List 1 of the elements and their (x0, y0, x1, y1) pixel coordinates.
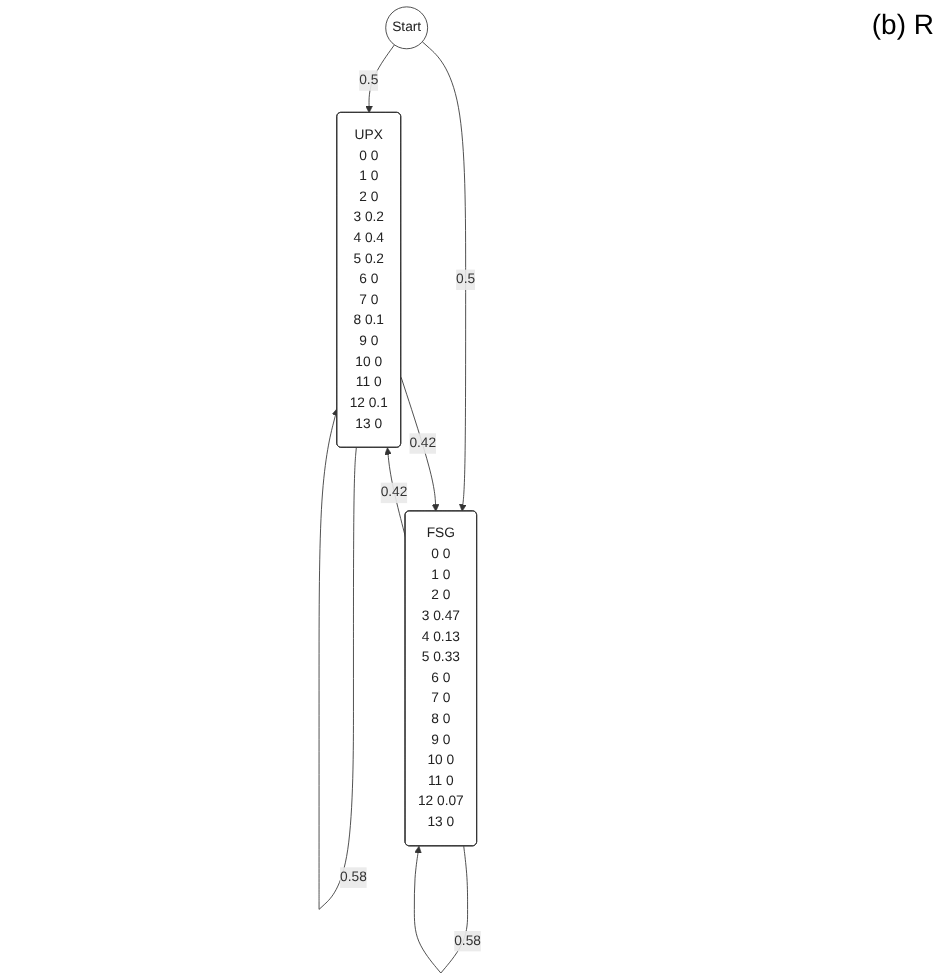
panel-label: (b) R (871, 8, 934, 40)
